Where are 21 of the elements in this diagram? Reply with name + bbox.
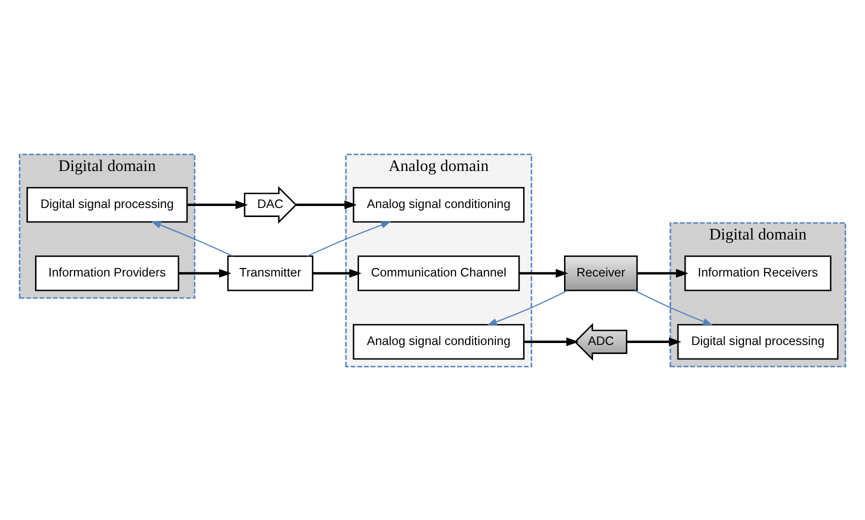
arrow	[296, 200, 357, 209]
arrow	[626, 337, 682, 346]
node-box: Transmitter	[227, 255, 314, 291]
arrow	[634, 289, 713, 325]
node-box: Digital signal processing	[677, 324, 839, 360]
node-box: Analog signal conditioning	[352, 324, 525, 360]
arrow	[637, 268, 688, 278]
node-box: Information Receivers	[684, 255, 832, 291]
node-box: Information Providers	[35, 255, 180, 291]
node-box: Analog signal conditioning	[352, 186, 525, 222]
arrow	[312, 268, 362, 278]
node-box: Communication Channel	[358, 255, 520, 291]
arrow	[178, 268, 232, 278]
arrow	[151, 220, 233, 256]
node-box: Receiver	[564, 255, 638, 291]
arrow	[519, 268, 568, 278]
arrow	[524, 337, 579, 346]
node-box: Digital signal processing	[26, 186, 188, 222]
arrow	[307, 221, 391, 256]
arrow	[187, 200, 248, 209]
arrow	[487, 290, 568, 325]
